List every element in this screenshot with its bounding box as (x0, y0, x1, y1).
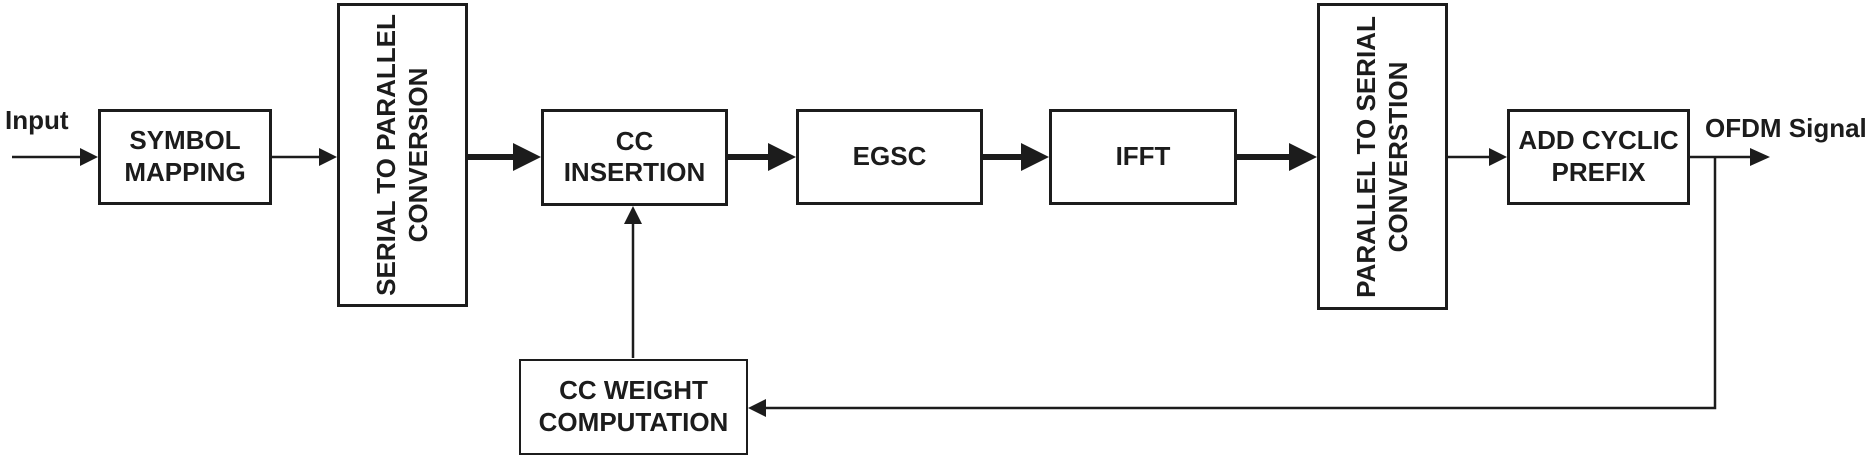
arrow-cc-weight-to-cc-insertion (624, 206, 642, 358)
block-symbol-mapping: SYMBOL MAPPING (98, 109, 272, 205)
arrow-add-cyclic-prefix-to-output (1690, 148, 1770, 166)
arrow-egsc-to-ifft (983, 143, 1049, 171)
block-egsc-label: EGSC (852, 141, 927, 172)
block-cc-insertion: CC INSERTION (541, 109, 728, 206)
arrow-symbol-mapping-to-s2p (272, 148, 337, 166)
block-cc-insertion-label: CC INSERTION (563, 125, 706, 188)
block-parallel-to-serial-label: PARALLEL TO SERIAL CONVERSTION (1350, 15, 1413, 298)
block-add-cyclic-prefix-label: ADD CYCLIC PREFIX (1518, 125, 1679, 187)
block-parallel-to-serial-conversion: PARALLEL TO SERIAL CONVERSTION (1317, 3, 1448, 310)
output-label: OFDM Signal (1705, 113, 1867, 143)
block-cc-weight-computation: CC WEIGHT COMPUTATION (519, 359, 748, 455)
input-label: Input (5, 105, 69, 135)
block-add-cyclic-prefix: ADD CYCLIC PREFIX (1507, 109, 1690, 205)
block-serial-to-parallel-conversion: SERIAL TO PARALLEL CONVERSION (337, 3, 468, 307)
block-serial-to-parallel-label: SERIAL TO PARALLEL CONVERSION (370, 14, 433, 296)
block-ifft-label: IFFT (1115, 141, 1171, 172)
arrow-p2s-to-add-cyclic-prefix (1448, 148, 1507, 166)
arrow-input-to-symbol-mapping (12, 148, 98, 166)
arrow-s2p-to-cc-insertion (468, 143, 541, 171)
block-ifft: IFFT (1049, 109, 1237, 205)
block-egsc: EGSC (796, 109, 983, 205)
block-symbol-mapping-label: SYMBOL MAPPING (124, 125, 246, 187)
block-cc-weight-computation-label: CC WEIGHT COMPUTATION (538, 375, 729, 437)
arrow-ifft-to-p2s (1237, 143, 1317, 171)
arrow-cc-insertion-to-egsc (728, 143, 796, 171)
